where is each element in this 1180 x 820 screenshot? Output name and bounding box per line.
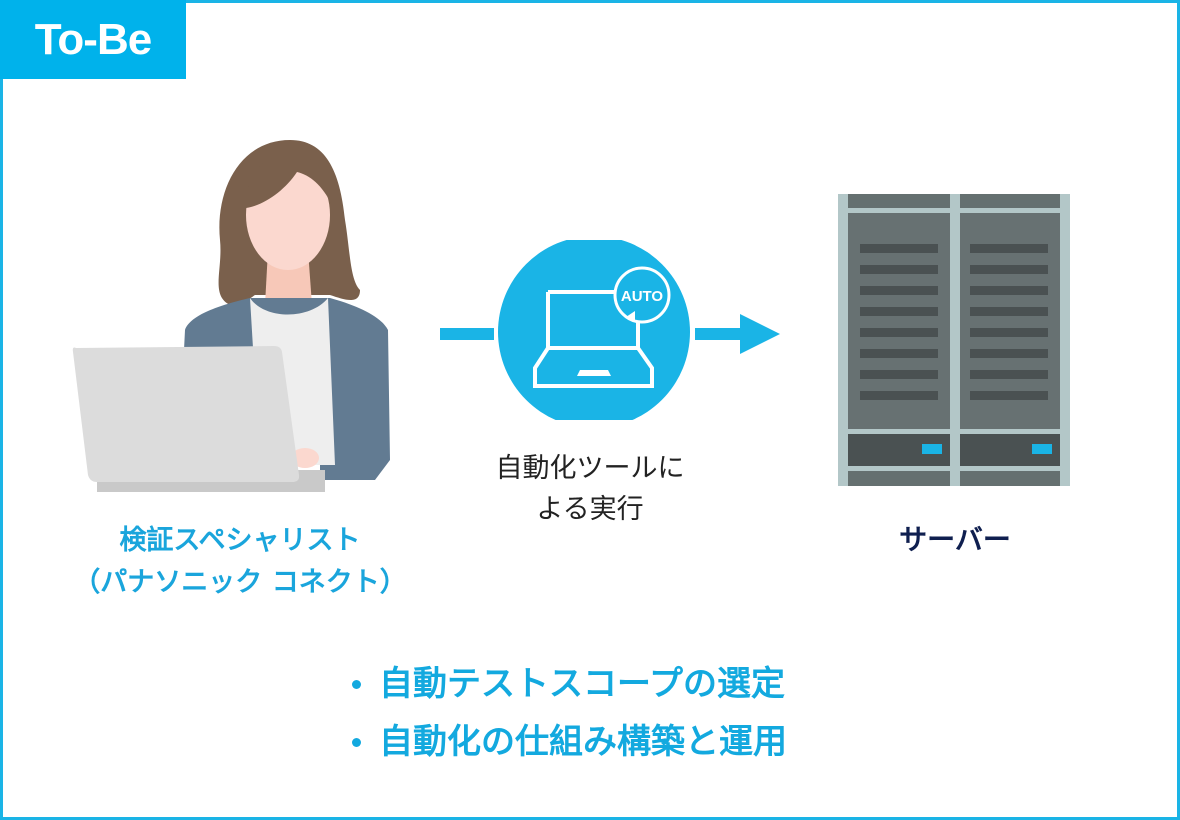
server-vent-slat — [860, 328, 938, 337]
laptop-outline-icon — [533, 290, 654, 388]
specialist-label: 検証スペシャリスト （パナソニック コネクト） — [60, 520, 420, 604]
server-vent-slat — [860, 370, 938, 379]
server-vent-slat — [860, 244, 938, 253]
left-connector-line — [440, 328, 494, 340]
to-be-tag: To-Be — [0, 0, 186, 79]
right-arrow-head — [740, 314, 780, 354]
bullet-list: 自動テストスコープの選定 自動化の仕組み構築と運用 — [340, 655, 900, 771]
bullet-item: 自動化の仕組み構築と運用 — [340, 713, 900, 771]
server-vent-slat — [970, 265, 1048, 274]
server-label: サーバー — [899, 523, 1011, 556]
laptop-lid — [72, 346, 300, 482]
automation-process-icon: AUTO — [440, 240, 780, 420]
right-arrow-shaft — [695, 328, 743, 340]
specialist-company: （パナソニック コネクト） — [73, 567, 407, 598]
server-vent-slat — [860, 349, 938, 358]
specialist-title: 検証スペシャリスト — [119, 525, 361, 556]
server-vent-slat — [970, 328, 1048, 337]
server-vent-slat — [970, 286, 1048, 295]
server-vent-slat — [860, 391, 938, 400]
laptop-auto-circle — [498, 240, 690, 420]
server-vent-slat — [970, 370, 1048, 379]
server-vent-slat — [860, 265, 938, 274]
server-vent-slat — [970, 244, 1048, 253]
bullet-item: 自動テストスコープの選定 — [340, 655, 900, 713]
bullet-text: 自動テストスコープの選定 — [379, 664, 785, 704]
process-caption: 自動化ツールに よる実行 — [460, 448, 720, 530]
auto-badge-text: AUTO — [621, 288, 664, 305]
server-vent-slat — [860, 307, 938, 316]
server-rack-icon — [838, 194, 1070, 486]
server-vent-slat — [970, 391, 1048, 400]
server-vent-slat — [860, 286, 938, 295]
bullet-dot-icon — [352, 737, 361, 747]
server-vent-slat — [970, 349, 1048, 358]
caption-line-1: 自動化ツールに — [495, 453, 685, 484]
caption-line-2: よる実行 — [536, 494, 644, 525]
server-vent-slat — [970, 307, 1048, 316]
bullet-text: 自動化の仕組み構築と運用 — [379, 722, 787, 762]
woman-at-laptop-illustration — [72, 140, 390, 492]
bullet-dot-icon — [352, 679, 361, 689]
